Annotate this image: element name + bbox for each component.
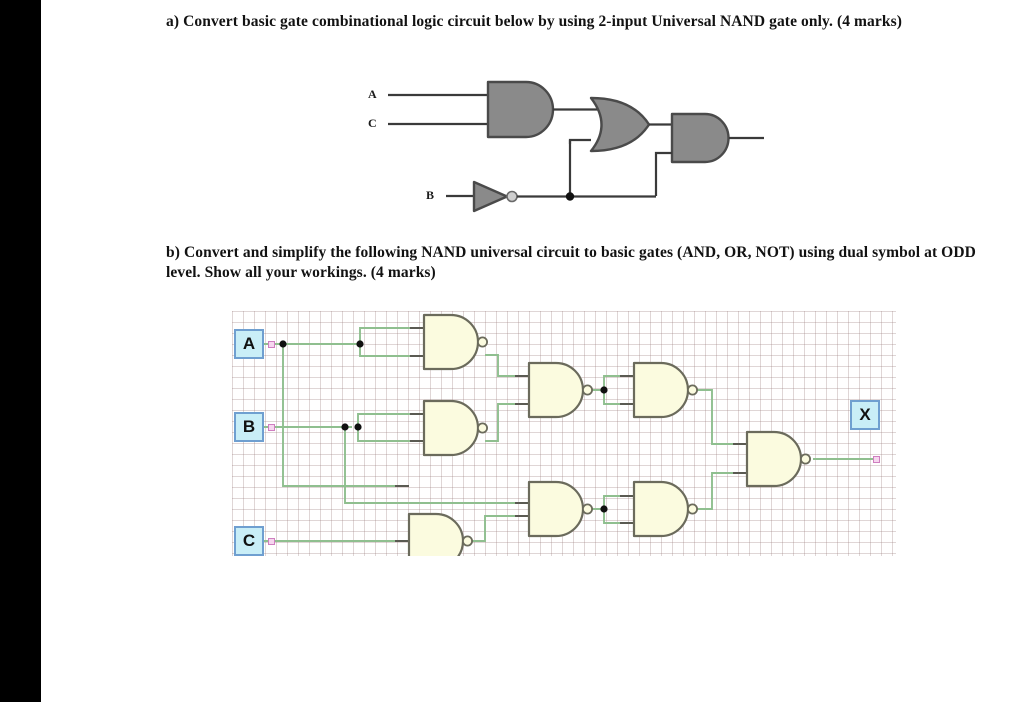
junction-dot [565,192,575,201]
nand-gate-5 [407,512,474,556]
wire-nand3-to-nand4-top [590,375,632,391]
input-pin-b-label: B [242,417,256,436]
circuit-b-diagram: A B C X [232,311,896,556]
wire-a-to-nand1-bot [359,344,422,357]
nand-gate-6 [527,480,594,538]
wire-nand4-to-nand8 [695,389,745,445]
input-pin-b-connector[interactable] [268,424,275,431]
wire-nand2-to-nand3 [485,403,527,442]
nand-gate-4 [632,361,699,419]
output-pin-x-connector[interactable] [873,456,880,463]
wire-nand7-to-nand8 [695,472,745,510]
output-pin-x-label: X [859,405,871,424]
input-pin-a[interactable]: A [234,329,264,359]
input-pin-a-connector[interactable] [268,341,275,348]
wire-nand6-to-nand7-top [590,495,632,510]
gate-pin-stubs [395,327,747,542]
junction-dots [279,340,608,513]
junction-dot [600,505,608,513]
wire-a-to-nand1-top [359,327,422,344]
question-a-text: a) Convert basic gate combinational logi… [166,13,902,30]
input-pin-c-connector[interactable] [268,538,275,545]
wire-nand1-to-nand3 [485,354,527,377]
junction-dot [341,423,349,431]
circuit-a-label-a: A [368,87,377,101]
wire-nand5-to-nand6 [470,515,527,542]
and-gate-1 [486,80,555,139]
junction-dot [600,386,608,394]
wire-b-to-nand2-bot [357,427,422,442]
wire-nand3-to-nand4-bot [603,390,632,405]
input-pin-c[interactable]: C [234,526,264,556]
wire-b-to-nand6 [344,427,527,504]
question-b-text: b) Convert and simplify the following NA… [166,244,976,281]
nand-gate-7 [632,480,699,538]
wire-a-to-nand5 [282,344,407,487]
nand-gate-1 [422,313,489,371]
nand-gate-2 [422,399,489,457]
wire-notb-to-or1-a [568,138,591,144]
input-pin-c-label: C [242,531,256,550]
or-gate-1 [589,96,651,153]
circuit-a-diagram: A C B [360,78,780,218]
nand-gate-8 [745,430,812,488]
and-gate-2 [670,112,730,164]
junction-dot [356,340,364,348]
output-pin-x[interactable]: X [850,400,880,430]
circuit-a-label-c: C [368,116,377,130]
wire-notb-to-and2 [654,151,672,196]
junction-dot [279,340,287,348]
nand-gate-3 [527,361,594,419]
wire-group-b [259,327,876,542]
wire-group-a [388,93,488,126]
wire-b-to-nand2-top [357,413,422,427]
input-pin-a-label: A [242,334,256,353]
not-gate-bubble-icon [506,190,518,203]
junction-dot [354,423,362,431]
input-pin-b[interactable]: B [234,412,264,442]
wire-nand6-to-nand7-bot [603,509,632,524]
not-gate-1 [472,180,518,213]
left-margin-bar [0,0,41,702]
circuit-a-label-b: B [426,188,435,202]
